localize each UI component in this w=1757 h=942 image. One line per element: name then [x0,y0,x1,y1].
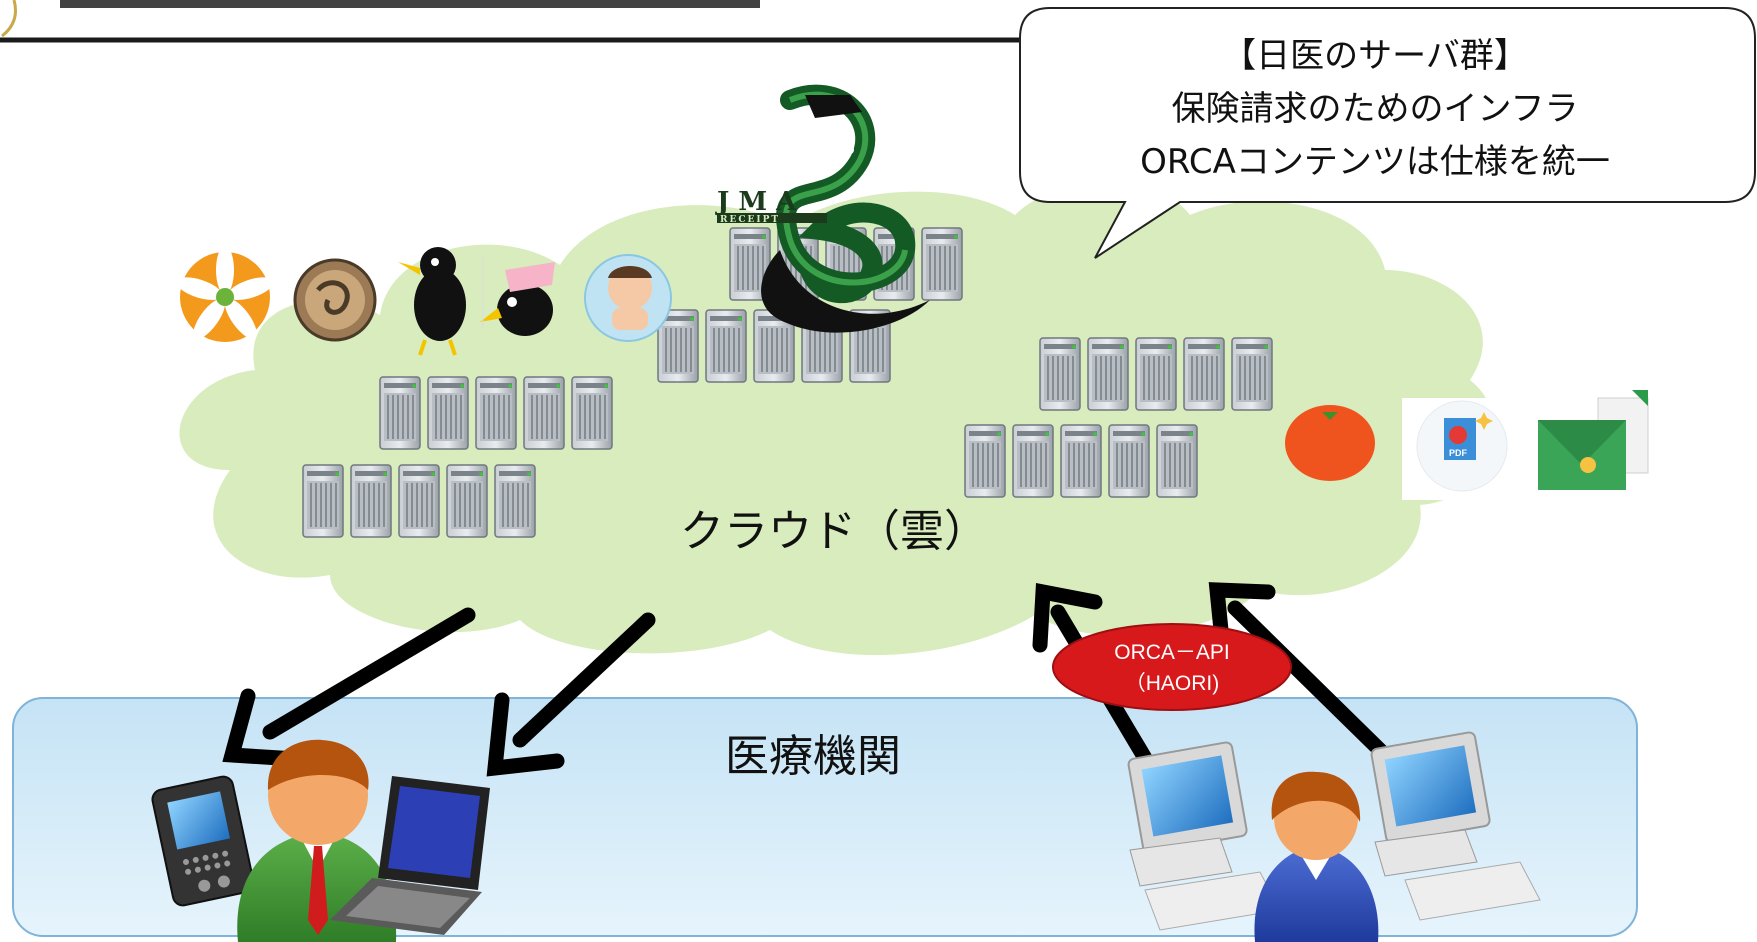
envelope-document-icon [1538,390,1649,490]
baby-mascot-icon [584,254,672,342]
svg-text:PDF: PDF [1449,448,1468,458]
coin-mascot-icon [293,258,377,342]
cloud-label: クラウド（雲） [680,506,988,557]
callout-text: 【日医のサーバ群】 保険請求のためのインフラ ORCAコンテンツは仕様を統一 [1030,30,1720,189]
desktop-pc-left-icon [1127,741,1281,931]
arrow-cloud-to-mobile-user [222,607,476,767]
laptop-icon [330,776,490,935]
clinic-label: 医療機関 [725,731,901,782]
arrow-pc-to-cloud-right [1208,582,1398,768]
orange-fruit-icon [1285,405,1375,481]
jma-logo-subtext: RECEIPT [720,215,780,225]
callout-bubble [1019,7,1756,259]
header-bar [0,0,1060,43]
callout-line-1: 保険請求のためのインフラ [1171,89,1579,129]
flower-icon [176,246,274,342]
jma-receipt-logo: J M A RECEIPT [715,84,930,333]
staff-avatar-icon [1254,771,1379,942]
desktop-pc-right-icon [1370,731,1541,921]
nurse-bird-icon [480,262,555,336]
pda-device-icon [151,775,255,907]
api-badge [1052,623,1292,711]
api-label: ORCA－API （HAORI) [1052,637,1292,699]
api-label-line-2: （HAORI) [1124,672,1220,695]
pdf-document-icon: PDF [1402,398,1512,500]
callout-title: 【日医のサーバ群】 [1222,36,1528,76]
api-label-line-1: ORCA－API [1114,641,1230,664]
jma-logo-text: J M A [715,187,797,217]
arrow-cloud-to-laptop [486,612,656,777]
callout-line-2: ORCAコンテンツは仕様を統一 [1140,142,1610,182]
bird-mascot-icon [398,247,466,356]
